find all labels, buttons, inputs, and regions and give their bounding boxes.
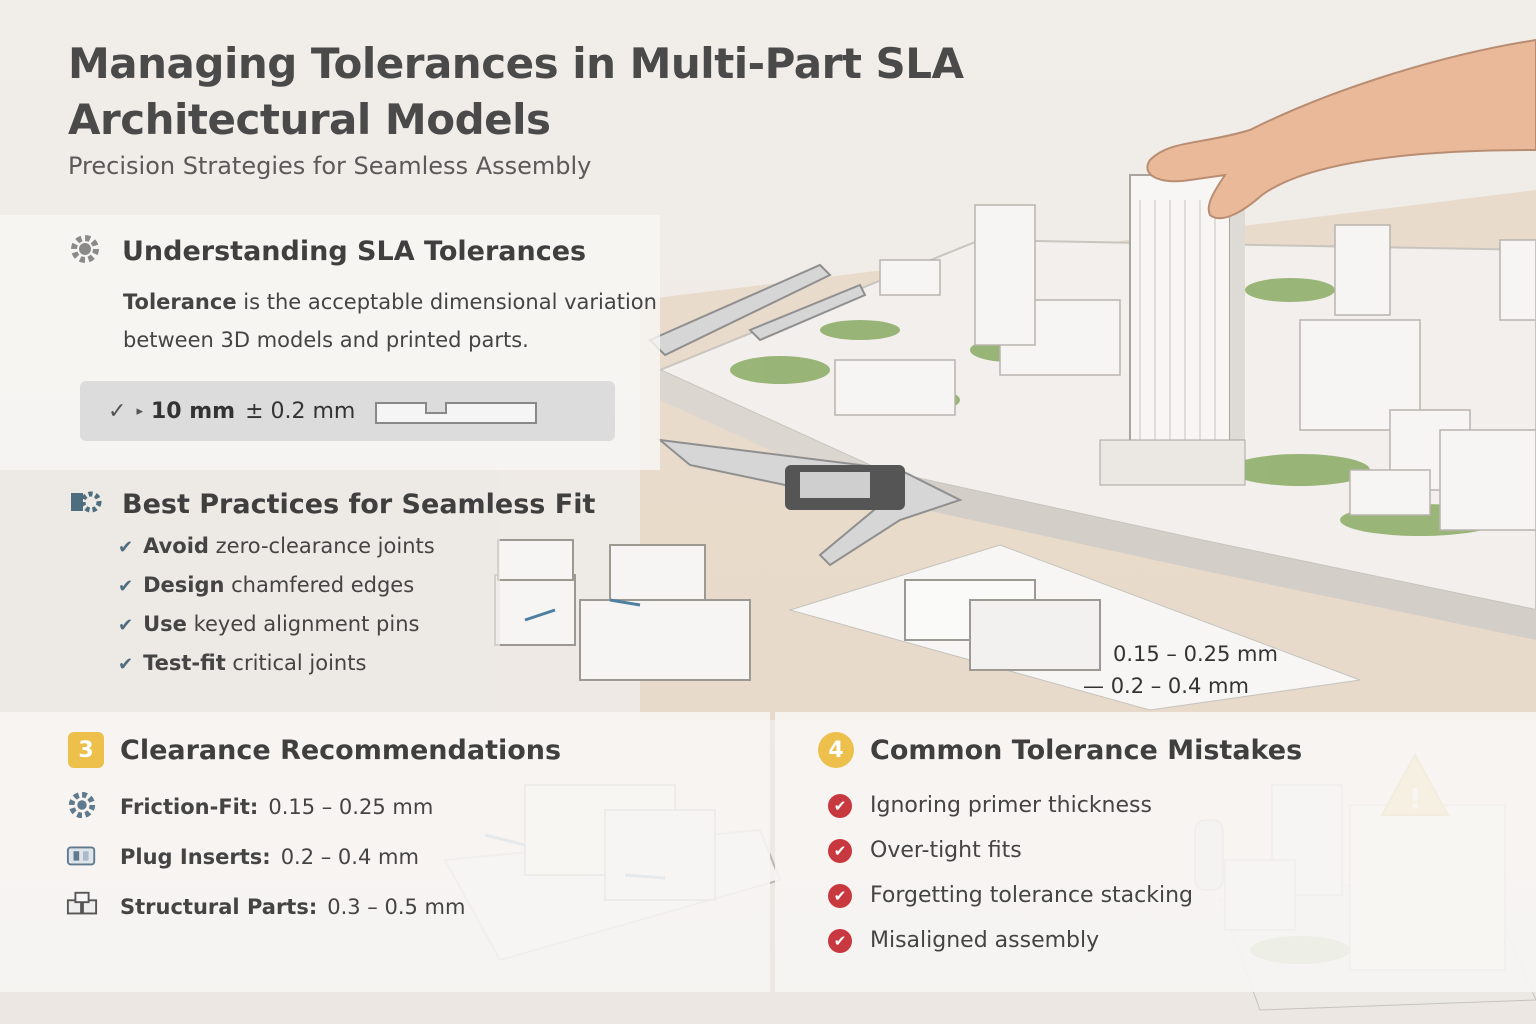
understanding-heading: Understanding SLA Tolerances xyxy=(122,235,587,267)
clearance-heading: Clearance Recommendations xyxy=(120,734,562,766)
check-icon: ✓ xyxy=(108,398,127,424)
mistakes-list: ✔Ignoring primer thickness ✔Over-tight f… xyxy=(828,783,1193,963)
best-practices-heading-row: Best Practices for Seamless Fit xyxy=(68,485,595,523)
clearance-heading-row: 3 Clearance Recommendations xyxy=(68,732,561,768)
gear-icon xyxy=(66,789,106,826)
clearance-row-plug: Plug Inserts:0.2 – 0.4 mm xyxy=(66,832,465,882)
best-practices-list: ✔Avoid zero-clearance joints ✔Design cha… xyxy=(118,534,435,690)
list-item: ✔Forgetting tolerance stacking xyxy=(828,873,1193,918)
list-item: ✔Misaligned assembly xyxy=(828,918,1193,963)
mistakes-panel xyxy=(775,712,1536,992)
puzzle-gear-icon xyxy=(68,485,104,523)
clearance-panel xyxy=(0,712,770,992)
section-badge-4: 4 xyxy=(818,732,854,768)
clearance-list: Friction-Fit:0.15 – 0.25 mm Plug Inserts… xyxy=(66,782,465,932)
best-practices-panel xyxy=(0,470,500,710)
list-item: ✔Test-fit critical joints xyxy=(118,651,367,675)
clearance-range-label-1: 0.15 – 0.25 mm xyxy=(1113,642,1278,666)
list-item: ✔Over-tight fits xyxy=(828,828,1193,873)
list-item: ✔Ignoring primer thickness xyxy=(828,783,1193,828)
mistakes-heading: Common Tolerance Mistakes xyxy=(870,734,1303,766)
tolerance-description: is the acceptable dimensional variation … xyxy=(123,290,657,352)
list-item: ✔Use keyed alignment pins xyxy=(118,612,420,636)
mistakes-heading-row: 4 Common Tolerance Mistakes xyxy=(818,732,1302,768)
tolerance-example-box: ✓ ▸ 10 mm ± 0.2 mm xyxy=(80,381,615,441)
tolerance-term: Tolerance xyxy=(123,290,237,314)
plug-icon xyxy=(66,839,106,876)
clearance-range-label-2: — 0.2 – 0.4 mm xyxy=(1083,674,1249,698)
red-check-icon: ✔ xyxy=(828,928,852,953)
clearance-row-structural: Structural Parts:0.3 – 0.5 mm xyxy=(66,882,465,932)
best-practices-heading: Best Practices for Seamless Fit xyxy=(122,488,596,520)
understanding-heading-row: Understanding SLA Tolerances xyxy=(68,232,586,270)
page-subtitle: Precision Strategies for Seamless Assemb… xyxy=(68,152,592,180)
page-title: Managing Tolerances in Multi-Part SLA Ar… xyxy=(68,39,964,144)
clearance-row-friction: Friction-Fit:0.15 – 0.25 mm xyxy=(66,782,465,832)
tolerance-value: ± 0.2 mm xyxy=(245,398,356,424)
list-item: ✔Design chamfered edges xyxy=(118,573,415,597)
red-check-icon: ✔ xyxy=(828,793,852,818)
red-check-icon: ✔ xyxy=(828,883,852,908)
blocks-icon xyxy=(66,889,106,926)
section-badge-3: 3 xyxy=(68,732,104,768)
arrow-icon: ▸ xyxy=(136,403,143,419)
gear-icon xyxy=(68,232,104,270)
list-item: ✔Avoid zero-clearance joints xyxy=(118,534,435,558)
notched-part-icon xyxy=(375,402,538,424)
dimension-value: 10 mm xyxy=(150,398,236,424)
red-check-icon: ✔ xyxy=(828,838,852,863)
tolerance-definition: Tolerance is the acceptable dimensional … xyxy=(123,283,663,359)
